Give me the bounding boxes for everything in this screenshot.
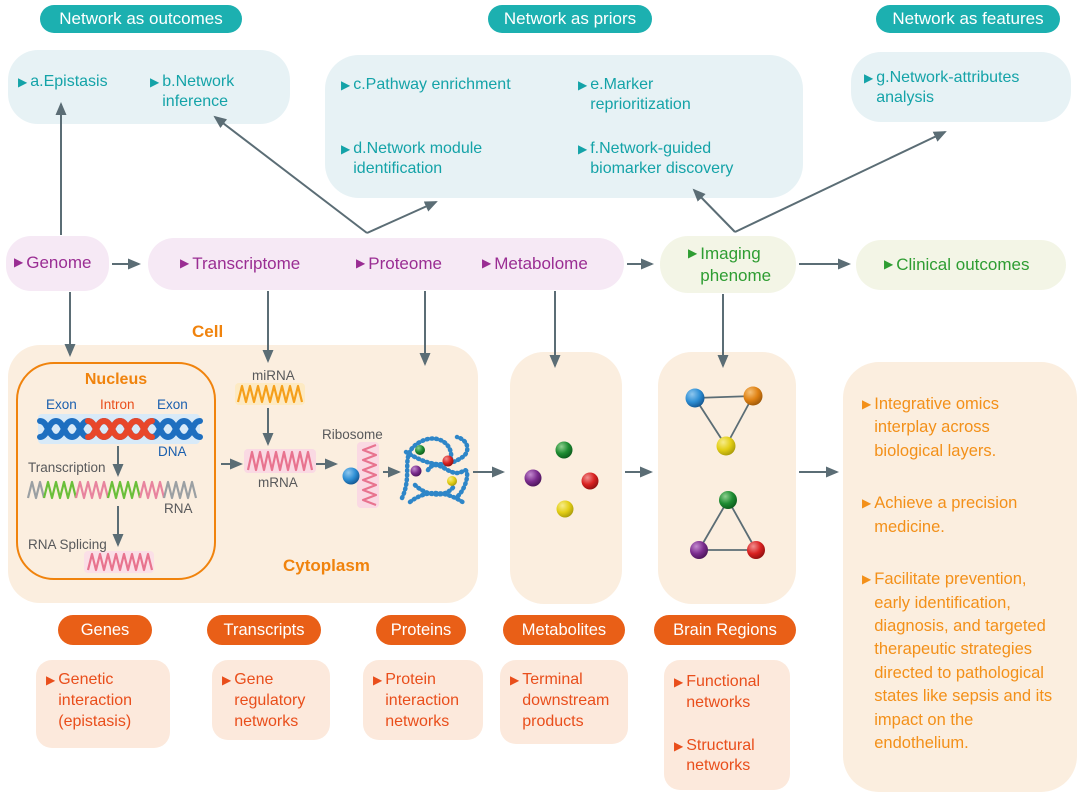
exon-right-label: Exon (157, 397, 188, 412)
omics-clinical-outcomes: ▶ Clinical outcomes (884, 255, 1030, 274)
clinical-outcomes-box (856, 240, 1066, 290)
mrna-label: mRNA (258, 475, 298, 490)
outcomes-method-box (8, 50, 290, 124)
pill-label: Network as outcomes (59, 9, 223, 28)
pill-transcripts: Transcripts (207, 615, 321, 645)
method-item-network-module: ▶ d.Network module identification (341, 140, 483, 178)
imaging-phenome-box (660, 236, 796, 293)
rna-splicing-label: RNA Splicing (28, 537, 107, 552)
triangle-bullet-icon: ▶ (884, 257, 894, 271)
note-transcripts: ▶ Gene regulatory networks (212, 660, 330, 740)
pill-genes: Genes (58, 615, 152, 645)
pill-proteins: Proteins (376, 615, 466, 645)
omics-metabolome: ▶ Metabolome (482, 254, 588, 273)
intron-label: Intron (100, 397, 135, 412)
insight-item: ▶ Facilitate prevention, early identific… (862, 568, 1054, 755)
triangle-bullet-icon: ▶ (150, 75, 160, 89)
method-item-epistasis: ▶ a.Epistasis (18, 73, 108, 90)
mirna-label: miRNA (252, 368, 295, 383)
insight-item: ▶ Integrative omics interplay across bio… (862, 393, 1054, 463)
triangle-bullet-icon: ▶ (222, 673, 232, 687)
note-brain-regions: ▶ Functional networks ▶ Structural netwo… (664, 660, 790, 790)
triangle-bullet-icon: ▶ (373, 673, 383, 687)
nucleus-outline: Nucleus (16, 362, 216, 580)
triangle-bullet-icon: ▶ (356, 256, 366, 270)
method-item-marker-reprioritization: ▶ e.Marker reprioritization (578, 76, 691, 114)
pill-label: Proteins (390, 620, 452, 639)
note-proteins: ▶ Protein interaction networks (363, 660, 483, 740)
triangle-bullet-icon: ▶ (578, 142, 588, 156)
insights-box (843, 362, 1077, 792)
triangle-bullet-icon: ▶ (510, 673, 520, 687)
triangle-bullet-icon: ▶ (862, 397, 872, 411)
method-item-network-attributes: ▶ g.Network-attributes analysis (864, 69, 1020, 107)
pill-label: Transcripts (223, 620, 305, 639)
triangle-bullet-icon: ▶ (18, 75, 28, 89)
triangle-bullet-icon: ▶ (482, 256, 492, 270)
method-item-pathway-enrichment: ▶ c.Pathway enrichment (341, 76, 511, 93)
exon-left-label: Exon (46, 397, 77, 412)
triangle-bullet-icon: ▶ (862, 496, 872, 511)
omics-genome: ▶ Genome (14, 253, 92, 272)
triangle-bullet-icon: ▶ (688, 246, 698, 260)
method-item-network-guided-biomarker: ▶ f.Network-guided biomarker discovery (578, 140, 734, 178)
genome-box (6, 236, 109, 291)
pill-network-as-outcomes: Network as outcomes (40, 5, 242, 33)
note-genes: ▶ Genetic interaction (epistasis) (36, 660, 170, 748)
ribosome-label: Ribosome (322, 427, 383, 442)
pill-label: Metabolites (521, 620, 607, 639)
pill-network-as-priors: Network as priors (488, 5, 652, 33)
nucleus-label: Nucleus (84, 371, 148, 388)
method-item-network-inference: ▶ b.Network inference (150, 73, 235, 111)
cytoplasm-label: Cytoplasm (283, 556, 370, 575)
pill-metabolites: Metabolites (503, 615, 625, 645)
triangle-bullet-icon: ▶ (14, 255, 24, 269)
pill-label: Brain Regions (673, 620, 777, 639)
omics-imaging-phenome: ▶ Imaging phenome (688, 244, 772, 285)
multi-omics-box (148, 238, 624, 290)
triangle-bullet-icon: ▶ (862, 572, 872, 587)
note-metabolites: ▶ Terminal downstream products (500, 660, 628, 744)
brain-regions-graphic-box (658, 352, 796, 604)
triangle-bullet-icon: ▶ (674, 738, 684, 753)
omics-transcriptome: ▶ Transcriptome (180, 254, 301, 273)
dna-label: DNA (158, 444, 187, 459)
pill-label: Network as features (892, 9, 1044, 28)
triangle-bullet-icon: ▶ (674, 675, 684, 689)
insight-item: ▶ Achieve a precision medicine. (862, 492, 1054, 539)
cell-label: Cell (192, 322, 224, 341)
metabolites-graphic-box (510, 352, 622, 604)
triangle-bullet-icon: ▶ (341, 142, 351, 156)
features-method-box (851, 52, 1071, 122)
pill-brain-regions: Brain Regions (654, 615, 796, 645)
priors-method-box (325, 55, 803, 198)
transcription-label: Transcription (28, 460, 106, 475)
pill-label: Network as priors (503, 9, 637, 28)
omics-proteome: ▶ Proteome (356, 254, 442, 273)
triangle-bullet-icon: ▶ (46, 673, 56, 687)
insights-list: ▶ Integrative omics interplay across bio… (862, 393, 1054, 784)
triangle-bullet-icon: ▶ (341, 78, 351, 92)
pill-network-as-features: Network as features (876, 5, 1060, 33)
pill-label: Genes (80, 620, 130, 639)
triangle-bullet-icon: ▶ (578, 78, 588, 92)
triangle-bullet-icon: ▶ (864, 71, 874, 85)
rna-label: RNA (164, 501, 193, 516)
triangle-bullet-icon: ▶ (180, 256, 190, 270)
